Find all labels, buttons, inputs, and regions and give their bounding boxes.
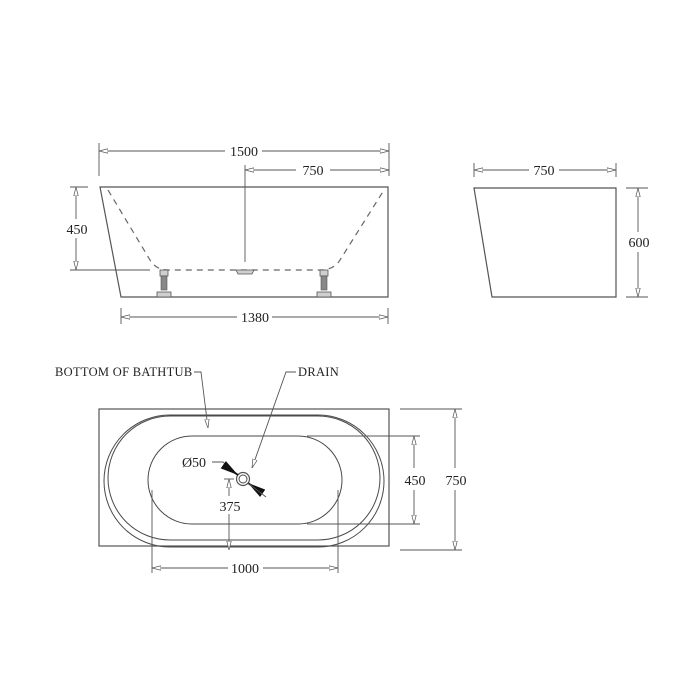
dim-drain-diameter: Ø50 — [182, 456, 206, 471]
dim-end-width: 750 — [534, 164, 555, 179]
drain-icon — [235, 471, 251, 487]
tub-side-outline — [99, 186, 389, 298]
dim-outer-width: 750 — [446, 474, 467, 489]
front-view: 1500 750 450 1380 — [67, 143, 390, 326]
dim-drain-offset: 750 — [303, 164, 324, 179]
drain-inner-icon — [238, 474, 248, 484]
dim-total-length: 1500 — [230, 145, 258, 160]
tub-top-outline — [98, 408, 390, 547]
tub-rim-inner — [107, 415, 381, 541]
tub-bottom-oval — [147, 435, 343, 525]
label-bottom-of-bathtub: BOTTOM OF BATHTUB — [55, 365, 193, 379]
leg-right-icon — [316, 269, 332, 298]
dim-drain-from-edge: 375 — [220, 500, 241, 515]
label-drain: DRAIN — [298, 365, 339, 379]
tub-rim-outer — [103, 414, 385, 548]
dim-end-height: 600 — [629, 236, 650, 251]
tub-inner-profile — [107, 189, 385, 271]
leg-left-icon — [156, 269, 172, 298]
tub-end-outline — [473, 187, 617, 298]
dim-inner-width: 450 — [405, 474, 426, 489]
dim-base-length: 1380 — [241, 311, 269, 326]
dim-bottom-length: 1000 — [231, 562, 259, 577]
end-view: 750 600 — [473, 163, 650, 298]
dim-inner-depth: 450 — [67, 223, 88, 238]
top-view: Ø50 375 450 750 1000 BOTTOM OF BATHTUB D… — [55, 365, 467, 577]
drain-plug-icon — [235, 269, 255, 275]
